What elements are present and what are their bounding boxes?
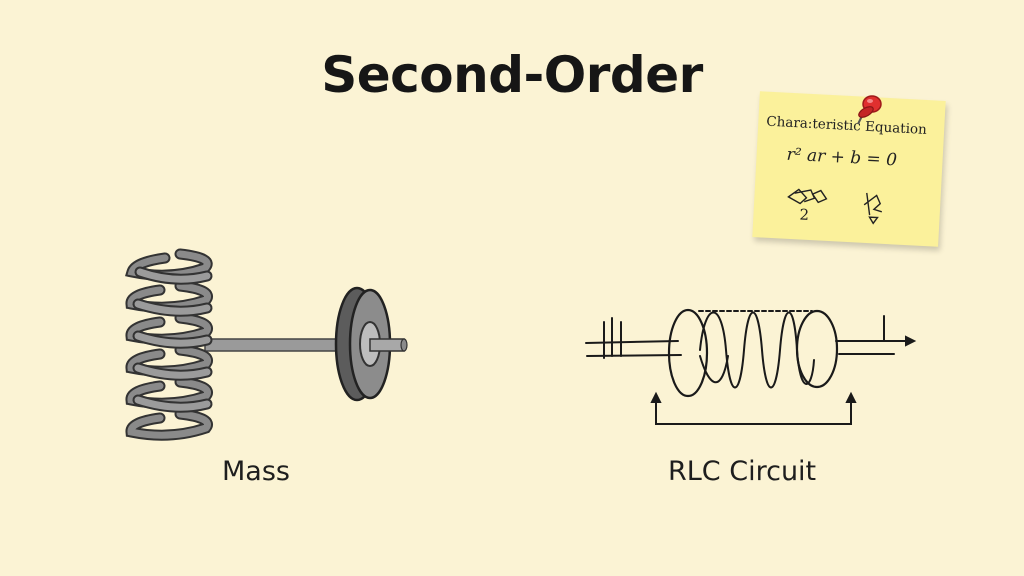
mass-spring	[125, 248, 213, 441]
rlc-inductor-coil	[699, 311, 815, 389]
rlc-circuit-sketch	[585, 308, 917, 425]
mass-label: Mass	[222, 456, 290, 487]
rlc-left-plate	[667, 308, 709, 398]
push-pin-icon	[857, 95, 882, 125]
rlc-right-plate	[795, 309, 839, 389]
mass-disk	[334, 286, 408, 402]
sticky-note: Chara:teristic Equation r² ar + b = 0 2	[752, 91, 946, 247]
rlc-wire-top	[585, 340, 679, 344]
rlc-feedback-loop	[655, 399, 852, 425]
rlc-circuit-label: RLC Circuit	[668, 456, 817, 487]
note-scribbles-icon	[787, 188, 883, 225]
mass-rod	[204, 338, 346, 352]
rlc-wire-bottom	[586, 354, 682, 357]
note-scribble-digit: 2	[799, 205, 810, 224]
diagram-title: Second-Order	[321, 46, 703, 104]
